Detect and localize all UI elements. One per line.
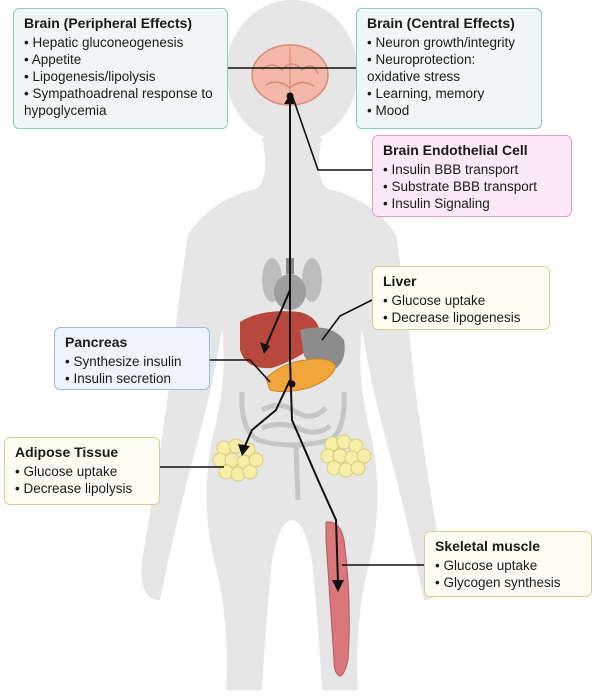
adipose-left bbox=[212, 438, 264, 482]
liver-box: Liver • Glucose uptake • Decrease lipoge… bbox=[372, 266, 550, 330]
list-item: • Decrease lipogenesis bbox=[383, 310, 521, 325]
list-item: • Glucose uptake bbox=[15, 464, 118, 479]
list-item: • Hepatic gluconeogenesis bbox=[24, 35, 184, 50]
muscle-organ bbox=[325, 521, 350, 677]
liver-organ bbox=[240, 311, 321, 369]
adipose-box: Adipose Tissue • Glucose uptake • Decrea… bbox=[4, 437, 160, 505]
brain-central-title: Brain (Central Effects) bbox=[367, 15, 515, 31]
list-item: • Learning, memory bbox=[367, 86, 485, 101]
pancreas-list: • Synthesize insulin • Insulin secretion bbox=[65, 353, 199, 387]
insulin-arrows bbox=[243, 100, 339, 583]
adipose-list: • Glucose uptake • Decrease lipolysis bbox=[15, 463, 149, 497]
intestines bbox=[239, 391, 347, 501]
brain-central-box: Brain (Central Effects) • Neuron growth/… bbox=[356, 8, 542, 129]
list-item: • Appetite bbox=[24, 52, 82, 67]
list-item: • Glucose uptake bbox=[435, 558, 538, 573]
adipose-right bbox=[320, 434, 372, 478]
brain-peripheral-list: • Hepatic gluconeogenesis • Appetite • L… bbox=[24, 34, 217, 119]
pancreas-box: Pancreas • Synthesize insulin • Insulin … bbox=[54, 327, 210, 390]
arrowheads bbox=[238, 92, 344, 592]
skeletal-muscle-box: Skeletal muscle • Glucose uptake • Glyco… bbox=[424, 531, 592, 597]
brain-peripheral-title: Brain (Peripheral Effects) bbox=[24, 15, 193, 31]
skeletal-muscle-title: Skeletal muscle bbox=[435, 538, 541, 554]
brain-endothelial-title: Brain Endothelial Cell bbox=[383, 142, 528, 158]
brain-peripheral-box: Brain (Peripheral Effects) • Hepatic glu… bbox=[13, 8, 228, 129]
list-item: • Substrate BBB transport bbox=[383, 179, 538, 194]
brain-endothelial-list: • Insulin BBB transport • Substrate BBB … bbox=[383, 161, 561, 212]
list-item: • Decrease lipolysis bbox=[15, 481, 133, 496]
list-item: • Synthesize insulin bbox=[65, 354, 182, 369]
list-item: • Insulin Signaling bbox=[383, 196, 490, 211]
brain-endothelial-box: Brain Endothelial Cell • Insulin BBB tra… bbox=[372, 135, 572, 217]
list-item: • Neuron growth/integrity bbox=[367, 35, 516, 50]
list-item: • Insulin BBB transport bbox=[383, 162, 519, 177]
list-item: • Sympathoadrenal response to hypoglycem… bbox=[24, 86, 213, 118]
liver-list: • Glucose uptake • Decrease lipogenesis bbox=[383, 292, 539, 326]
adipose-title: Adipose Tissue bbox=[15, 444, 119, 460]
skeletal-muscle-list: • Glucose uptake • Glycogen synthesis bbox=[435, 557, 581, 591]
connector-lines bbox=[160, 67, 424, 566]
liver-title: Liver bbox=[383, 273, 417, 289]
pancreas-title: Pancreas bbox=[65, 334, 128, 350]
list-item: • Glycogen synthesis bbox=[435, 575, 561, 590]
list-item: • Mood bbox=[367, 103, 410, 118]
list-item: • Insulin secretion bbox=[65, 371, 172, 386]
list-item: • Lipogenesis/lipolysis bbox=[24, 69, 156, 84]
list-item: • Neuroprotection: oxidative stress bbox=[367, 52, 476, 84]
brain-central-list: • Neuron growth/integrity • Neuroprotect… bbox=[367, 34, 531, 119]
list-item: • Glucose uptake bbox=[383, 293, 486, 308]
